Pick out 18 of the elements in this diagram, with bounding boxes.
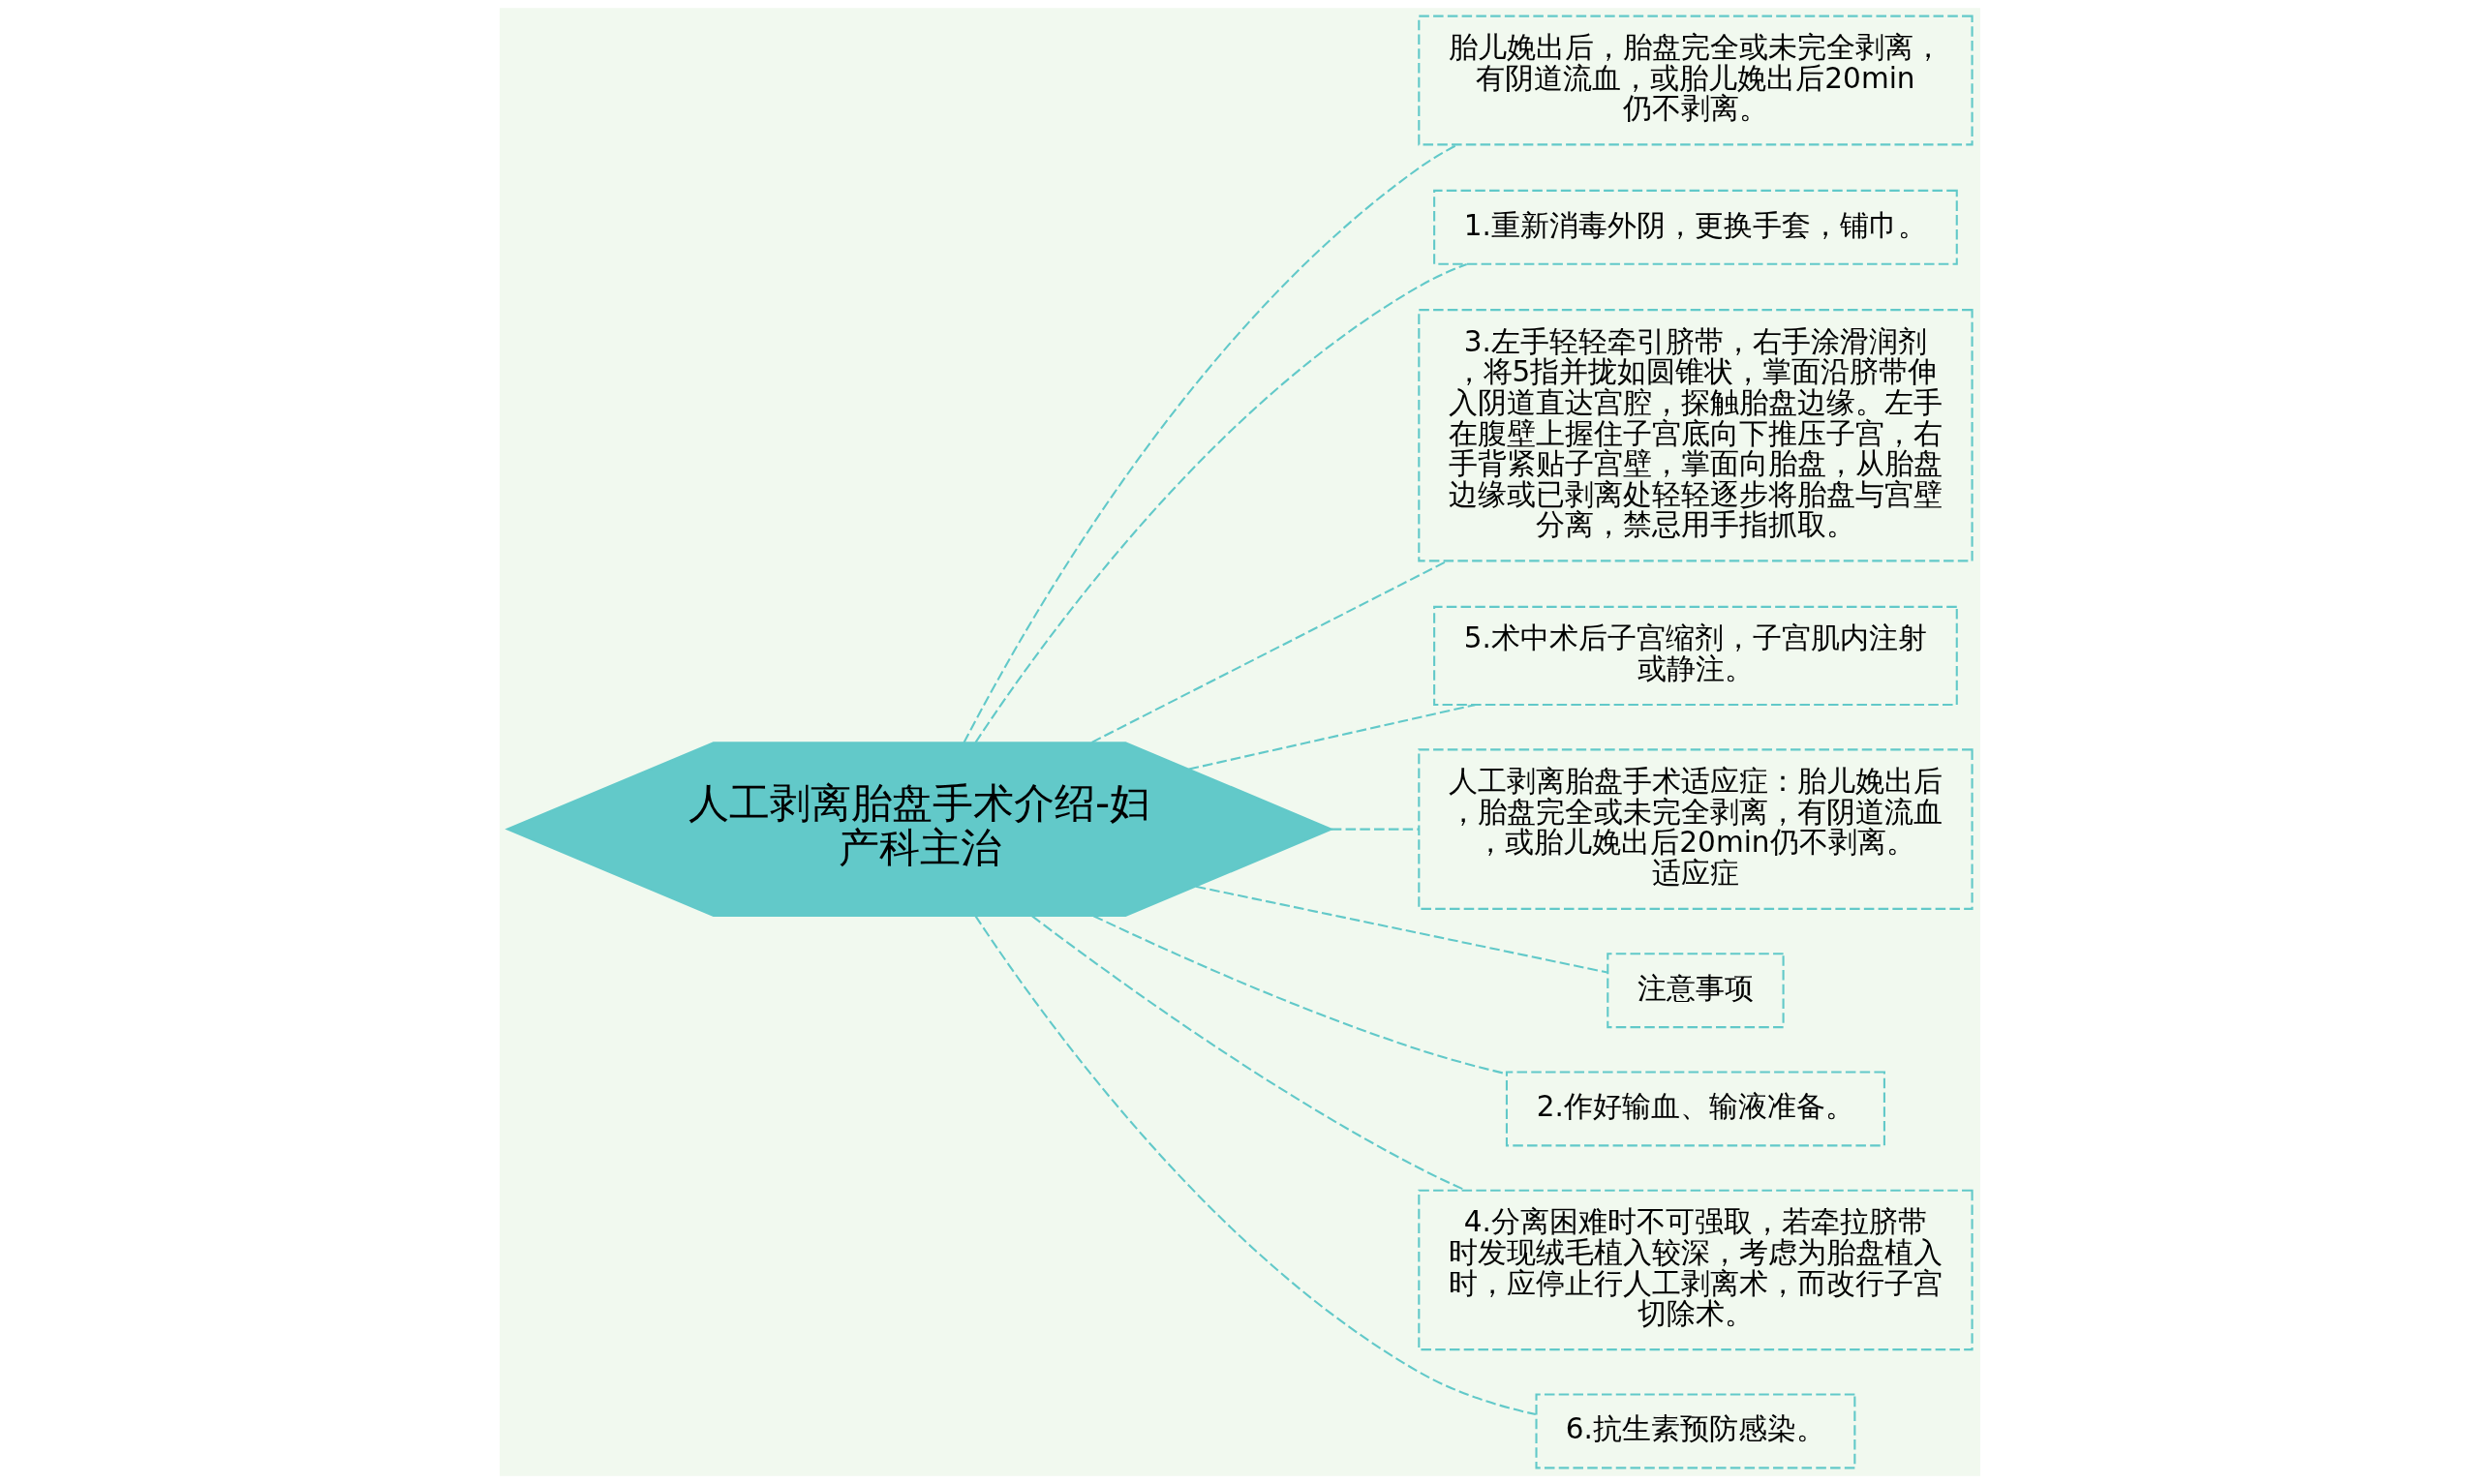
connector [1331,828,1419,831]
node-box: 5.术中术后子宫缩剂，子宫肌内注射或静注。 [1432,605,1958,707]
node-box: 6.抗生素预防感染。 [1534,1393,1855,1469]
connector [1092,915,1506,1075]
node-box: 3.左手轻轻牵引脐带，右手涂滑润剂，将5指并拢如圆锥状，掌面沿脐带伸入阴道直达宫腔，探触胎盘边缘。左手在腹壁上握住子宫底向下推压子宫，右手背紧贴子宫壁，掌面向胎盘，从胎盘边缘或已剥离处轻轻逐步将胎盘与宫壁分离，禁忌用手指抓取。 [1417,309,1974,562]
connector [1187,704,1475,771]
connector [974,915,1536,1416]
connector [1030,915,1466,1192]
node-box: 胎儿娩出后，胎盘完全或未完全剥离，有阴道流血，或胎儿娩出后20min仍不剥离。 [1417,15,1974,146]
node-box: 4.分离困难时不可强取，若牵拉脐带时发现绒毛植入较深，考虑为胎盘植入时，应停止行人工剥离术，而改行子宫切除术。 [1417,1189,1974,1351]
connector [1195,885,1607,974]
connector [974,262,1467,743]
node-box: 2.作好输血、输液准备。 [1505,1071,1885,1147]
connector [962,143,1457,743]
connector [1090,560,1448,743]
node-box: 1.重新消毒外阴，更换手套，铺巾。 [1432,189,1958,265]
node-box: 人工剥离胎盘手术适应症：胎儿娩出后，胎盘完全或未完全剥离，有阴道流血，或胎儿娩出后20min仍不剥离。 适应症 [1417,748,1974,910]
node-box: 注意事项 [1606,953,1785,1029]
